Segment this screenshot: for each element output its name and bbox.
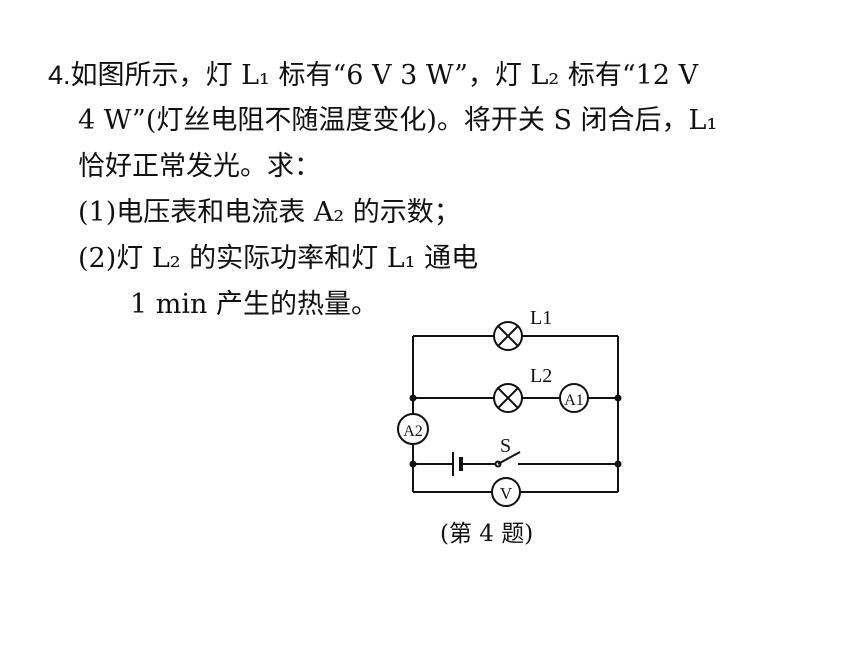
- sub-question-1: (1)电压表和电流表 A₂ 的示数；: [78, 197, 461, 228]
- ammeter-a2-label: A2: [403, 423, 423, 440]
- junction-left-mid: [409, 394, 417, 402]
- junction-left-low: [409, 460, 417, 468]
- battery-icon: [452, 452, 463, 476]
- problem-line-2: 4 W”(灯丝电阻不随温度变化)。将开关 S 闭合后，L₁: [78, 105, 718, 136]
- ammeter-a2-icon: [397, 413, 429, 445]
- lamp-l1-icon: [493, 321, 523, 351]
- figure-caption: (第 4 题): [440, 521, 534, 547]
- problem-text: 4.如图所示，灯 L₁ 标有“6 V 3 W”，灯 L₂ 标有“12 V 4 W…: [48, 52, 828, 328]
- sub-question-2: (2)灯 L₂ 的实际功率和灯 L₁ 通电: [78, 243, 479, 274]
- ammeter-a1-label: A1: [564, 392, 584, 409]
- lamp-l2-label: L2: [530, 365, 552, 387]
- ammeter-a1-icon: [559, 383, 589, 413]
- switch-s-icon: [494, 451, 521, 468]
- voltmeter-icon: [491, 477, 521, 507]
- junction-right-low: [614, 460, 622, 468]
- sub-question-2-cont: 1 min 产生的热量。: [130, 289, 378, 320]
- question-number: 4.: [48, 60, 71, 90]
- switch-s-label: S: [500, 435, 511, 457]
- junction-right-mid: [614, 394, 622, 402]
- circuit-diagram: L1 L2 A1 A2 S V: [380, 302, 640, 552]
- voltmeter-label: V: [500, 484, 513, 503]
- lamp-l2-icon: [493, 383, 523, 413]
- problem-line-3: 恰好正常发光。求：: [78, 151, 321, 182]
- lamp-l1-label: L1: [530, 307, 552, 329]
- circuit-svg: L1 L2 A1 A2 S V: [397, 307, 622, 507]
- problem-line-1: 4.如图所示，灯 L₁ 标有“6 V 3 W”，灯 L₂ 标有“12 V: [48, 60, 699, 91]
